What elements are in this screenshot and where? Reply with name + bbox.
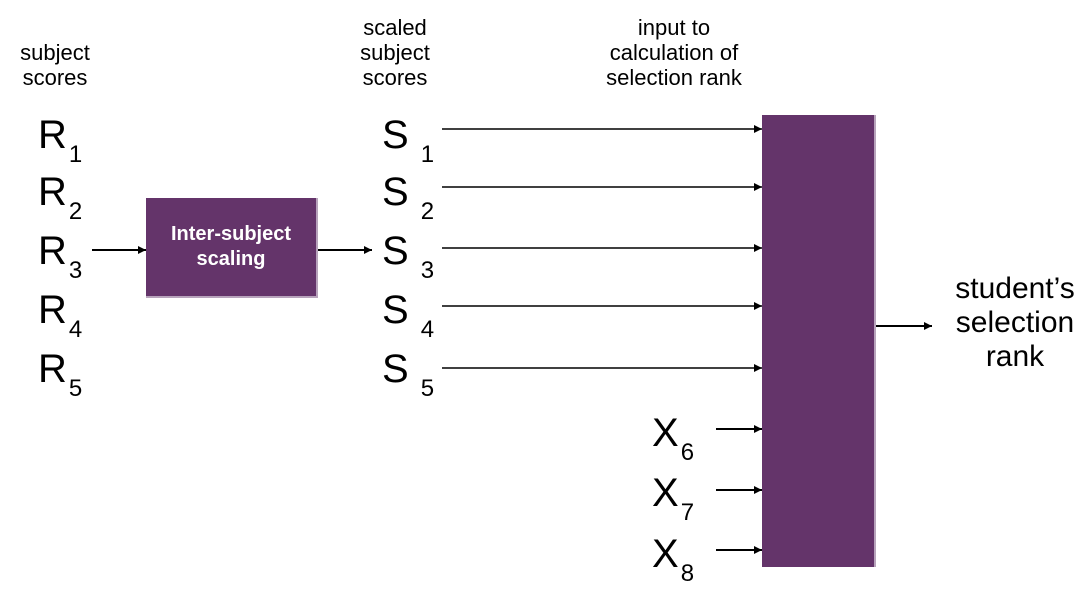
header-line: subject [360,40,430,65]
raw-score-r1: R1 [38,113,82,168]
other-input-letter: X [652,532,679,576]
raw-score-letter: R [38,113,67,157]
scaled-score-index: 5 [420,375,435,402]
raw-score-index: 3 [68,257,83,284]
header-line: scaled [363,15,427,40]
raw-score-index: 4 [68,316,83,343]
header-line: subject [20,40,90,65]
scaled-score-index: 2 [420,198,435,225]
scaled-score-index: 3 [420,257,435,284]
raw-score-index: 1 [68,141,83,168]
selection-rank-calculation-box [762,115,876,567]
raw-score-index: 2 [68,198,83,225]
raw-score-letter: R [38,229,67,273]
other-input-index: 7 [680,499,695,526]
header-line: calculation of [609,40,739,65]
header-line: selection rank [606,65,742,90]
raw-score-r2: R2 [38,170,82,225]
output-line: selection [955,306,1075,339]
raw-score-letter: R [38,347,67,391]
output-student-selection-rank: student’s selection rank [935,272,1090,374]
scaled-score-letter: S [382,229,409,273]
header-line: scores [22,65,88,90]
scaled-score-index: 4 [420,316,435,343]
scaled-score-letter: S [382,113,409,157]
raw-score-index: 5 [68,375,83,402]
scaled-score-index: 1 [420,141,435,168]
raw-score-r4: R4 [38,288,82,343]
other-input-letter: X [652,471,679,515]
raw-score-r3: R3 [38,229,82,284]
inter-subject-scaling-box: Inter-subject scaling [146,198,318,298]
output-line: student’s [955,272,1075,305]
raw-score-letter: R [38,288,67,332]
other-input-x8: X8 [652,532,694,587]
header-input: input to calculation of selection rank [584,15,764,90]
other-input-x6: X6 [652,411,694,466]
header-line: scores [362,65,428,90]
scaled-score-letter: S [382,347,409,391]
header-subject-scores: subject scores [10,40,100,90]
header-line: input to [637,15,711,40]
other-input-index: 6 [680,439,695,466]
other-input-letter: X [652,411,679,455]
output-line: rank [985,340,1045,373]
raw-score-r5: R5 [38,347,82,402]
other-input-x7: X7 [652,471,694,526]
raw-score-letter: R [38,170,67,214]
scaled-score-letter: S [382,170,409,214]
scaling-box-label-line: Inter-subject [170,223,292,245]
other-input-index: 8 [680,560,695,587]
scaling-box-label-line: scaling [196,248,266,270]
scaled-score-letter: S [382,288,409,332]
header-scaled-scores: scaled subject scores [345,15,445,90]
